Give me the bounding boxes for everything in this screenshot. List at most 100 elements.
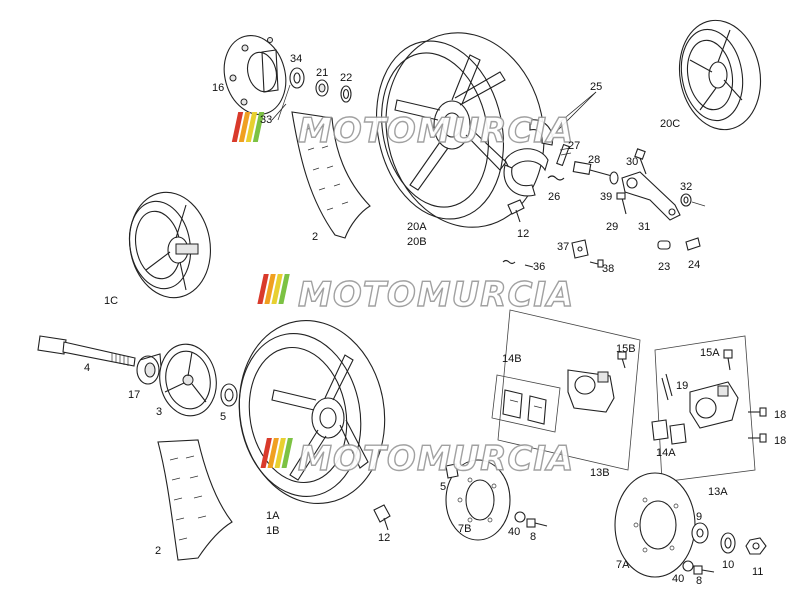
bleed-screw-15b <box>617 351 627 369</box>
label-37: 37 <box>557 241 569 253</box>
label-11: 11 <box>752 566 763 578</box>
label-30: 30 <box>626 156 638 168</box>
label-40-right: 40 <box>672 573 684 585</box>
spring-26 <box>547 175 565 181</box>
label-1b: 1B <box>266 525 279 537</box>
bleed-screw-15a <box>723 349 733 371</box>
label-16: 16 <box>212 82 224 94</box>
label-3: 3 <box>156 406 162 418</box>
bearing-5-left <box>220 383 238 407</box>
plate-37 <box>571 239 589 259</box>
wheel-20c <box>678 19 762 131</box>
bolt-8-right <box>693 565 715 575</box>
label-7b: 7B <box>458 523 471 535</box>
part-23 <box>657 240 671 250</box>
label-20c: 20C <box>660 118 680 130</box>
brake-pads-14a <box>651 419 687 445</box>
watermark-text-1: MOTOMURCIA <box>298 111 574 151</box>
label-1c: 1C <box>104 295 118 307</box>
bolt-18-upper <box>748 407 767 417</box>
brake-shoes-25 <box>503 119 554 197</box>
part-labels: 16 34 21 22 33 25 27 28 30 26 39 32 29 3… <box>84 53 786 587</box>
bearing-10 <box>720 532 736 554</box>
label-8-right: 8 <box>696 575 702 587</box>
label-38: 38 <box>602 263 614 275</box>
nut-11 <box>745 537 767 555</box>
label-14b: 14B <box>502 353 522 365</box>
wheel-1c <box>128 191 212 299</box>
watermark-text-3: MOTOMURCIA <box>298 439 574 479</box>
hub-flange-16 <box>223 35 291 121</box>
watermark-text-2: MOTOMURCIA <box>298 275 574 315</box>
spring-36 <box>502 259 534 268</box>
watermark-1: MOTOMURCIA <box>231 110 574 152</box>
label-18-lower: 18 <box>774 435 786 447</box>
label-18-upper: 18 <box>774 409 786 421</box>
mudguard-2-bottom <box>157 439 233 561</box>
label-27: 27 <box>568 140 580 152</box>
label-14a: 14A <box>656 447 676 459</box>
hub-cover-3 <box>159 343 217 417</box>
axle-4 <box>37 335 136 367</box>
label-12-bottom: 12 <box>378 532 390 544</box>
label-25: 25 <box>590 81 602 93</box>
bolt-30 <box>634 148 647 175</box>
leader-lines <box>271 91 597 141</box>
label-20a: 20A <box>407 221 427 233</box>
brake-pads-14b <box>502 389 547 425</box>
label-22: 22 <box>340 72 352 84</box>
label-7a: 7A <box>616 559 630 571</box>
caliper-13b <box>567 369 615 413</box>
shaft-28 <box>572 161 619 185</box>
bolt-8-left <box>526 518 548 528</box>
label-2-top: 2 <box>312 231 318 243</box>
mudguard-2-top <box>291 111 371 239</box>
label-19: 19 <box>676 380 688 392</box>
screw-29 <box>616 192 627 215</box>
label-8-left: 8 <box>530 531 536 543</box>
seal-21 <box>315 79 329 97</box>
bolt-5-center <box>445 463 459 479</box>
brake-disc-7b <box>445 459 511 541</box>
label-10: 10 <box>722 559 734 571</box>
label-13b: 13B <box>590 467 610 479</box>
bolt-18-lower <box>748 433 767 443</box>
part-24 <box>685 237 701 251</box>
label-34: 34 <box>290 53 302 65</box>
label-31: 31 <box>638 221 650 233</box>
label-23: 23 <box>658 261 670 273</box>
label-29: 29 <box>606 221 618 233</box>
label-1a: 1A <box>266 510 280 522</box>
label-5-left: 5 <box>220 411 226 423</box>
label-15b: 15B <box>616 343 636 355</box>
washer-40-right <box>682 560 694 572</box>
label-4: 4 <box>84 362 90 374</box>
label-5-center: 5 <box>440 481 446 493</box>
label-2-bottom: 2 <box>155 545 161 557</box>
spacer-9 <box>691 522 709 544</box>
label-40-left: 40 <box>508 526 520 538</box>
label-39: 39 <box>600 191 612 203</box>
lever-31 <box>621 171 681 221</box>
front-wheel-1a <box>238 319 386 505</box>
label-17: 17 <box>128 389 140 401</box>
watermark-3: MOTOMURCIA <box>260 438 574 480</box>
label-21: 21 <box>316 67 328 79</box>
brake-cam-27 <box>556 143 572 167</box>
label-36: 36 <box>533 261 545 273</box>
label-26: 26 <box>548 191 560 203</box>
caliper-13a <box>689 381 739 429</box>
pin-19 <box>661 373 673 401</box>
washer-32 <box>680 193 706 207</box>
valve-12-top <box>507 199 525 223</box>
valve-12-bottom <box>373 504 391 531</box>
label-9: 9 <box>696 511 702 523</box>
label-20b: 20B <box>407 236 427 248</box>
caliper-box-13b <box>491 309 641 471</box>
label-24: 24 <box>688 259 700 271</box>
label-32: 32 <box>680 181 692 193</box>
label-12-top: 12 <box>517 228 529 240</box>
label-15a: 15A <box>700 347 720 359</box>
bolt-38 <box>589 259 604 268</box>
